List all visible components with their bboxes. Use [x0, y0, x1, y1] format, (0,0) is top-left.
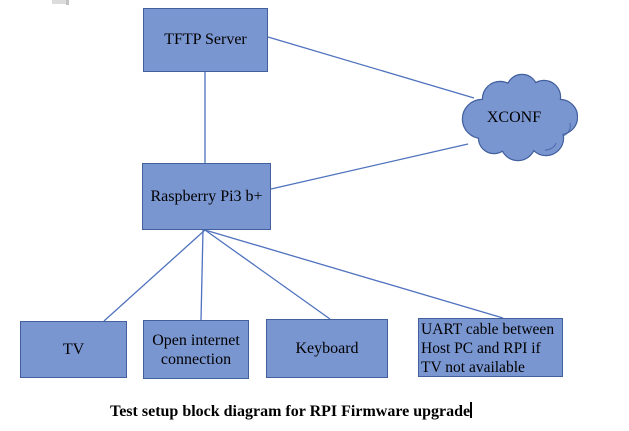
- connector-tftp-xconf: [267, 36, 475, 99]
- node-tftp-server[interactable]: TFTP Server: [143, 8, 268, 72]
- node-open-internet[interactable]: Open internet connection: [143, 320, 249, 379]
- connector-rpi-xconf: [270, 143, 469, 190]
- node-tv-label: TV: [62, 340, 85, 358]
- connector-rpi-keyboard: [204, 229, 331, 320]
- connector-rpi-tv: [103, 229, 206, 322]
- connector-rpi-uart: [204, 229, 504, 319]
- node-open-internet-label-line2: connection: [160, 350, 232, 368]
- diagram-caption[interactable]: Test setup block diagram for RPI Firmwar…: [110, 402, 473, 421]
- node-xconf-cloud[interactable]: XCONF: [458, 73, 578, 163]
- node-tv[interactable]: TV: [20, 321, 127, 378]
- node-open-internet-label-line1: Open internet: [152, 331, 240, 349]
- cloud-shape: [461, 73, 578, 162]
- text-cursor: [470, 402, 473, 418]
- node-uart-label-line3: TV not available: [421, 359, 525, 376]
- node-raspberry-pi[interactable]: Raspberry Pi3 b+: [142, 163, 271, 230]
- window-artifact-bar: [52, 0, 67, 4]
- diagram-caption-text: Test setup block diagram for RPI Firmwar…: [110, 403, 471, 420]
- node-tftp-server-label: TFTP Server: [164, 31, 247, 48]
- node-uart-label-line1: UART cable between: [421, 321, 555, 338]
- node-raspberry-pi-label: Raspberry Pi3 b+: [150, 187, 263, 205]
- node-uart-cable[interactable]: UART cable between Host PC and RPI if TV…: [418, 318, 563, 377]
- connector-rpi-internet: [200, 229, 204, 321]
- node-xconf-label: XCONF: [486, 109, 542, 126]
- node-keyboard[interactable]: Keyboard: [266, 319, 388, 378]
- window-artifact-nub: [66, 0, 69, 5]
- node-keyboard-label: Keyboard: [295, 339, 359, 357]
- node-uart-label-line2: Host PC and RPI if: [421, 340, 541, 357]
